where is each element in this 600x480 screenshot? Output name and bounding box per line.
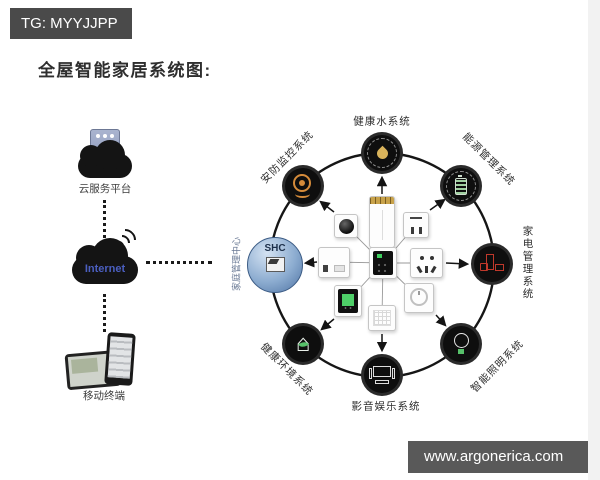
dotted-connector-vertical-2 bbox=[103, 294, 106, 332]
control-panel-module bbox=[369, 247, 397, 279]
internet-label: Internet bbox=[84, 263, 126, 275]
light-bulb-icon bbox=[453, 333, 469, 355]
double-socket-module bbox=[403, 212, 429, 238]
watermark-text: www.argonerica.com bbox=[424, 448, 564, 465]
dimmer-knob-module bbox=[404, 283, 434, 313]
water-drop-icon bbox=[374, 145, 390, 161]
security-camera-icon bbox=[291, 174, 315, 198]
smartphone-icon bbox=[104, 332, 136, 386]
label-av-system: 影音娱乐系统 bbox=[351, 400, 421, 413]
node-appliance-system bbox=[471, 243, 513, 285]
node-av-system bbox=[361, 354, 403, 396]
label-water-system: 健康水系统 bbox=[353, 115, 411, 128]
watermark-box: www.argonerica.com bbox=[408, 441, 588, 473]
dome-camera-module bbox=[334, 214, 358, 238]
node-energy-system bbox=[440, 165, 482, 207]
node-lighting-system bbox=[440, 323, 482, 365]
shc-hub-label: SHC bbox=[264, 243, 286, 254]
shc-cube-icon bbox=[265, 257, 285, 272]
cycle-ring-icon bbox=[367, 138, 397, 168]
label-appliance-system: 家电管理系统 bbox=[521, 225, 534, 301]
internet-cloud-icon: Internet bbox=[72, 238, 138, 284]
server-lights bbox=[91, 134, 119, 138]
home-theater-icon bbox=[369, 366, 395, 384]
mobile-terminal-label: 移动终端 bbox=[83, 390, 125, 402]
home-management-center-label: 家庭管理中心 bbox=[231, 236, 242, 292]
appliances-icon bbox=[480, 254, 504, 274]
node-security-system bbox=[282, 165, 324, 207]
switch-panel-module bbox=[318, 247, 350, 278]
shc-hub: SHC bbox=[247, 237, 303, 293]
dotted-connector-vertical-1 bbox=[103, 200, 106, 238]
thermostat-module bbox=[334, 285, 362, 317]
air-vent-module bbox=[368, 305, 396, 331]
page-title: 全屋智能家居系统图: bbox=[38, 61, 212, 80]
node-water-system bbox=[361, 132, 403, 174]
dotted-connector-horizontal bbox=[146, 261, 212, 264]
cycle-ring-icon bbox=[446, 171, 476, 201]
cloud-platform-label: 云服务平台 bbox=[78, 183, 132, 195]
water-purifier-module bbox=[369, 196, 395, 248]
node-environment-system: ⌂ bbox=[282, 323, 324, 365]
eco-house-icon: ⌂ bbox=[291, 332, 315, 356]
tg-label-box: TG: MYYJJPP bbox=[10, 8, 132, 39]
cloud-icon bbox=[78, 140, 132, 178]
right-edge-strip bbox=[588, 0, 600, 480]
five-hole-socket-module bbox=[410, 248, 443, 278]
tg-label-text: TG: MYYJJPP bbox=[21, 15, 118, 32]
battery-icon bbox=[455, 174, 467, 195]
